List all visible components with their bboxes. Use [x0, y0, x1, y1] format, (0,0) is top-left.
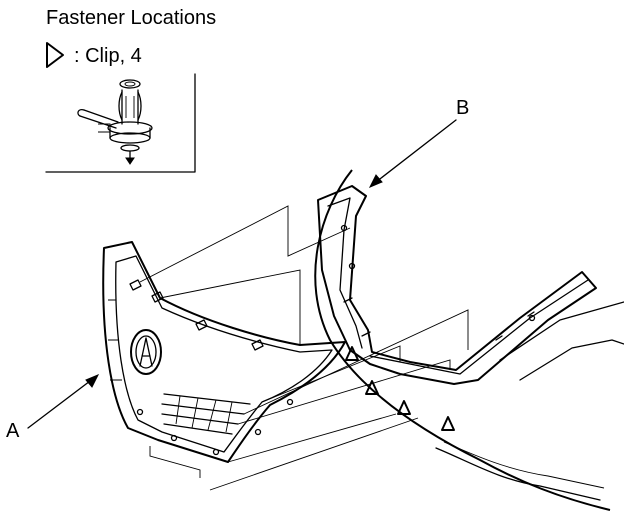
bumper-body — [314, 169, 624, 511]
grille-part-a — [102, 241, 346, 463]
clip-marker-3 — [397, 400, 411, 415]
clip-marker-2 — [365, 380, 379, 395]
callout-label-a: A — [6, 420, 20, 442]
clip-marker-4 — [441, 416, 455, 431]
diagram-title: Fastener Locations — [46, 7, 217, 29]
alignment-guide-lines — [139, 205, 469, 491]
clip-marker-1 — [345, 346, 359, 361]
clip-symbol-icon — [46, 42, 64, 68]
leader-arrow-b — [368, 119, 457, 188]
legend-clip-label: : Clip, 4 — [74, 45, 142, 67]
callout-label-b: B — [456, 97, 470, 119]
leader-arrow-a — [27, 374, 100, 429]
clip-detail-inset — [45, 73, 196, 173]
upper-trim-part-b — [317, 185, 597, 385]
